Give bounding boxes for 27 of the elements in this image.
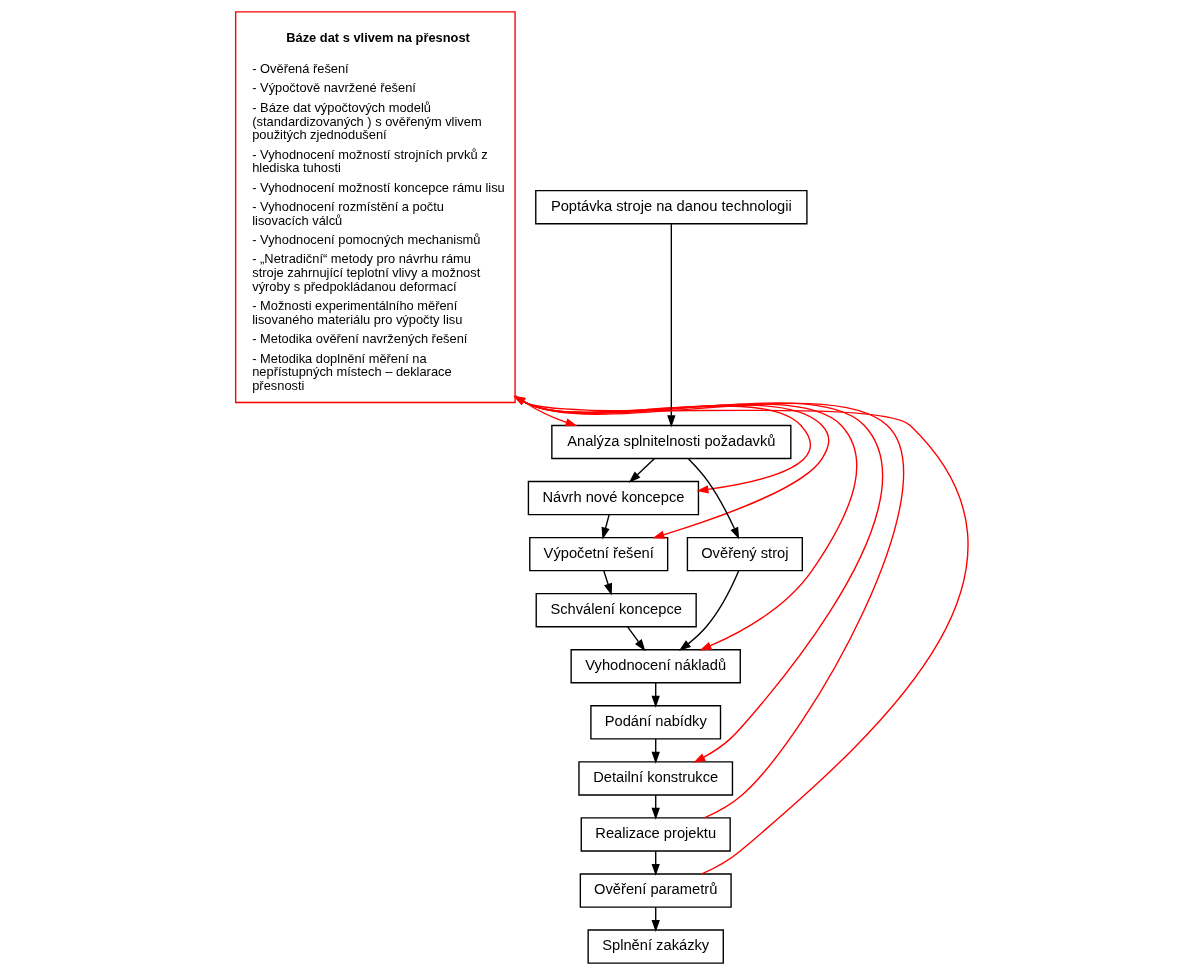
node-box: Detailní konstrukce bbox=[577, 761, 733, 796]
arrow bbox=[687, 458, 739, 540]
node-box: Ověřený stroj bbox=[686, 536, 803, 572]
node-box: Podání nabídky bbox=[589, 705, 721, 740]
node-box: Báze dat s vlivem na přesnost - Ověřená řešení - Výpočtově navržené řešení - Báze dat výpočtových modelů (standardizovaných ) s ověřeným vlivem použitých zjednodušení - Vyhodnocení možností strojních prvků z hlediska tuhosti - Vyhodnocení možností koncepce rámu lisu - Vyhodnocení rozmístění a počtu lisovacích válců - Vyhodnocení pomocných mechanismů - „Netradiční“ metody pro návrhu rámu stroje zahrnující teplotní vlivy a možnost výroby s předpokládanou deformací - Možnosti experimentálního měření lisovaného materiálu pro výpočty lisu - Metodika ověření navržených řešení - Metodika doplnění měření na nepřístupných místech – deklarace přesnosti bbox=[234, 11, 516, 404]
arrow bbox=[514, 396, 883, 763]
arrow bbox=[666, 223, 676, 428]
arrow bbox=[514, 396, 829, 539]
arrow bbox=[626, 626, 645, 652]
node-box: Realizace projektu bbox=[580, 817, 731, 852]
arrow bbox=[602, 570, 612, 596]
node-box: Poptávka stroje na danou technologii bbox=[534, 189, 808, 225]
node-box: Analýza splnitelnosti požadavků bbox=[550, 424, 791, 460]
arrow bbox=[678, 570, 739, 651]
node-box: Ověření parametrů bbox=[579, 873, 732, 908]
arrow bbox=[628, 457, 655, 483]
arrow bbox=[514, 396, 857, 651]
arrow bbox=[514, 395, 811, 494]
arrow bbox=[514, 394, 577, 427]
arrow bbox=[512, 395, 968, 875]
node-box: Návrh nové koncepce bbox=[527, 480, 699, 516]
node-box: Splnění zakázky bbox=[586, 929, 724, 964]
arrow bbox=[601, 514, 610, 540]
node-box: Schválení koncepce bbox=[535, 592, 697, 628]
node-box: Vyhodnocení nákladů bbox=[569, 649, 741, 684]
arrow bbox=[512, 395, 904, 819]
node-box: Výpočetní řešení bbox=[528, 536, 668, 572]
